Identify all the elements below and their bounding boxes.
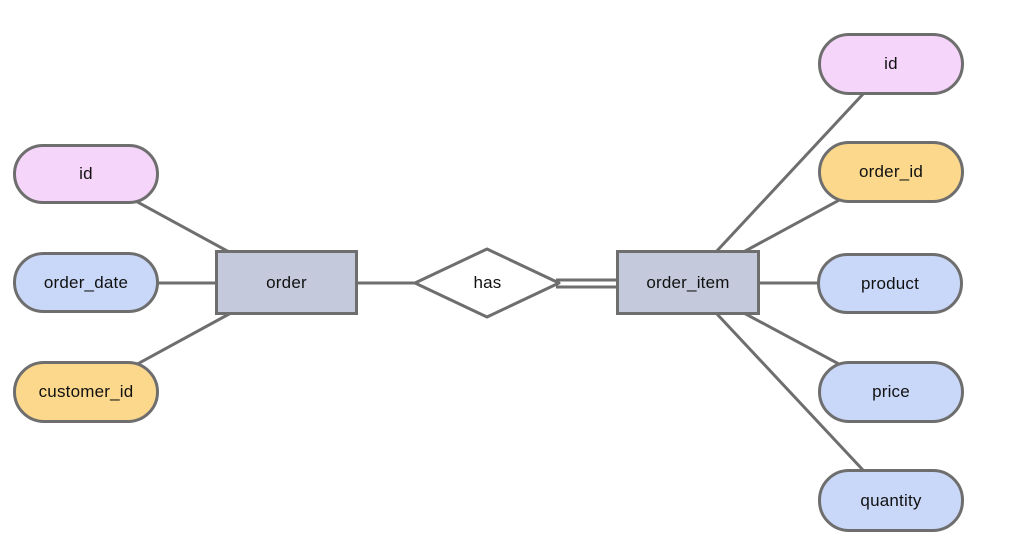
entity-order-label: order [266,272,307,292]
order-item-attr-order-id-pill[interactable]: order_id [818,141,964,203]
entity-order[interactable]: order [215,250,358,315]
relationship-has[interactable]: has [415,249,560,317]
order-attr-id-label: id [79,164,93,183]
order-item-attr-quantity-pill[interactable]: quantity [818,469,964,532]
order-item-attr-id-label: id [884,54,898,73]
order-item-attr-id-pill[interactable]: id [818,33,964,95]
order-item-attr-product-pill[interactable]: product [817,253,963,314]
order-item-attr-quantity-label: quantity [860,490,922,510]
order-attr-order-date-label: order_date [43,272,129,292]
edge-order-item-id [686,62,893,284]
edge-order-item-quantity [686,281,893,502]
order-attr-customer-id-pill[interactable]: customer_id [13,361,159,423]
order-item-attr-price-label: price [872,382,910,401]
order-attr-customer-id-label: customer_id [38,382,134,401]
relationship-has-label: has [473,273,502,292]
entity-order-item[interactable]: order_item [616,250,760,315]
order-item-attr-product-label: product [860,273,920,293]
order-item-attr-order-id-label: order_id [859,162,923,181]
order-attr-id-pill[interactable]: id [13,144,159,204]
relationship-has-shape[interactable] [413,247,561,319]
entity-order-item-label: order_item [646,272,730,292]
order-item-attr-price-pill[interactable]: price [818,361,964,423]
order-attr-order-date-pill[interactable]: order_date [13,252,159,313]
